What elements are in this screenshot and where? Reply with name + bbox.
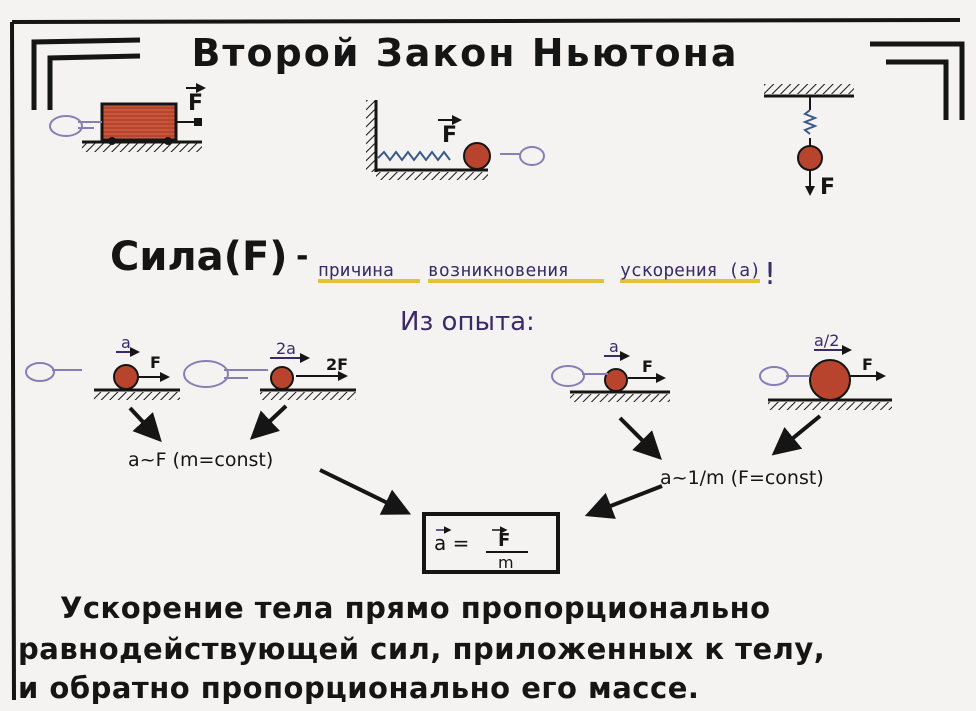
formula-denominator: m xyxy=(498,553,514,572)
definition-word-acceleration: ускорения (a) xyxy=(620,260,761,281)
experiment-4: a/2 F xyxy=(759,331,892,410)
conclusion-line-1: Ускорение тела прямо пропорционально xyxy=(60,591,771,625)
relation-mass-constant: a~F (m=const) xyxy=(128,449,273,471)
force-label: F xyxy=(820,175,835,200)
ball xyxy=(113,364,139,390)
ball xyxy=(270,366,294,390)
force-label: F xyxy=(642,357,653,376)
formula-numerator: F xyxy=(498,530,510,551)
paper-border xyxy=(10,18,961,701)
formula-lhs: a = xyxy=(434,531,469,555)
definition-word-cause: причина xyxy=(318,260,394,281)
definition-term: Сила(F) xyxy=(110,234,288,280)
ball xyxy=(604,368,628,392)
experiment-heading: Из опыта: xyxy=(400,307,535,337)
hand-icon xyxy=(183,360,268,388)
force-label: F xyxy=(150,353,161,372)
ball xyxy=(463,142,491,170)
force-label: F xyxy=(862,355,873,374)
hand-icon xyxy=(49,115,102,137)
acceleration-label: a xyxy=(121,333,131,352)
relation-force-constant: a~1/m (F=const) xyxy=(660,467,824,489)
spring xyxy=(377,150,451,162)
acceleration-label: a xyxy=(609,337,619,356)
corner-decoration-left xyxy=(31,37,141,110)
acceleration-label: a/2 xyxy=(814,331,839,350)
definition-dash: - xyxy=(296,239,308,274)
force-label: 2F xyxy=(326,355,348,374)
hand-icon xyxy=(500,146,545,166)
illustration-block-push: F xyxy=(49,83,206,152)
ball xyxy=(797,145,823,171)
ball xyxy=(809,359,851,401)
corner-decoration-right xyxy=(870,41,965,120)
experiment-2: 2a 2F xyxy=(183,339,356,400)
conclusion-line-3: и обратно пропорционально его массе. xyxy=(18,671,699,705)
hand-icon xyxy=(551,365,608,387)
hand-icon xyxy=(25,362,82,382)
illustration-hanging-spring: F xyxy=(764,84,854,200)
experiment-1: a F xyxy=(25,333,180,400)
definition-exclaim: ! xyxy=(764,257,776,292)
force-label: F xyxy=(442,123,457,148)
spring xyxy=(802,109,818,135)
experiment-3: a F xyxy=(551,337,670,402)
formula-box: a = F m xyxy=(422,512,560,574)
poster-title: Второй Закон Ньютона xyxy=(191,31,738,75)
definition-word-origin: возникновения xyxy=(428,260,569,281)
force-label: F xyxy=(188,91,203,116)
acceleration-label: 2a xyxy=(276,339,296,358)
block xyxy=(100,102,178,142)
connector-arrows xyxy=(128,404,822,519)
illustration-spring-wall: F xyxy=(366,100,545,180)
hand-icon xyxy=(759,366,810,386)
conclusion-line-2: равнодействующей сил, приложенных к телу… xyxy=(18,632,825,666)
